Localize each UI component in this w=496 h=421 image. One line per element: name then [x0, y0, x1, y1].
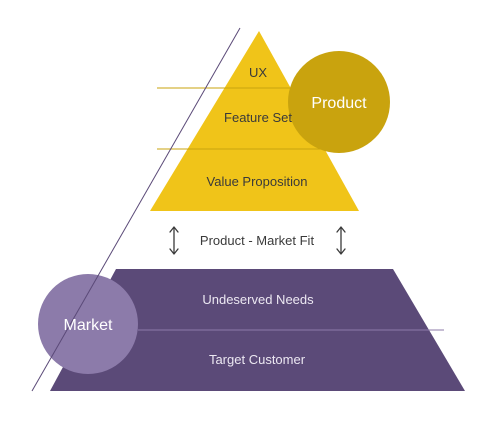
layer-label-ux: UX — [249, 65, 267, 80]
market-circle-label: Market — [64, 317, 113, 334]
layer-label-value-proposition: Value Proposition — [207, 174, 308, 189]
product-section — [150, 31, 359, 211]
layer-label-target-customer: Target Customer — [209, 352, 306, 367]
product-circle — [288, 51, 390, 153]
layer-label-feature-set: Feature Set — [224, 110, 292, 125]
up-down-arrow-icon — [169, 226, 179, 255]
layer-label-product-market-fit: Product - Market Fit — [200, 233, 315, 248]
market-circle — [38, 274, 138, 374]
product-circle-label: Product — [311, 95, 367, 112]
up-down-arrow-icon — [336, 226, 346, 255]
layer-label-undeserved-needs: Undeserved Needs — [202, 292, 314, 307]
diagonal-line — [31, 27, 241, 392]
product-market-fit-band — [116, 211, 393, 269]
